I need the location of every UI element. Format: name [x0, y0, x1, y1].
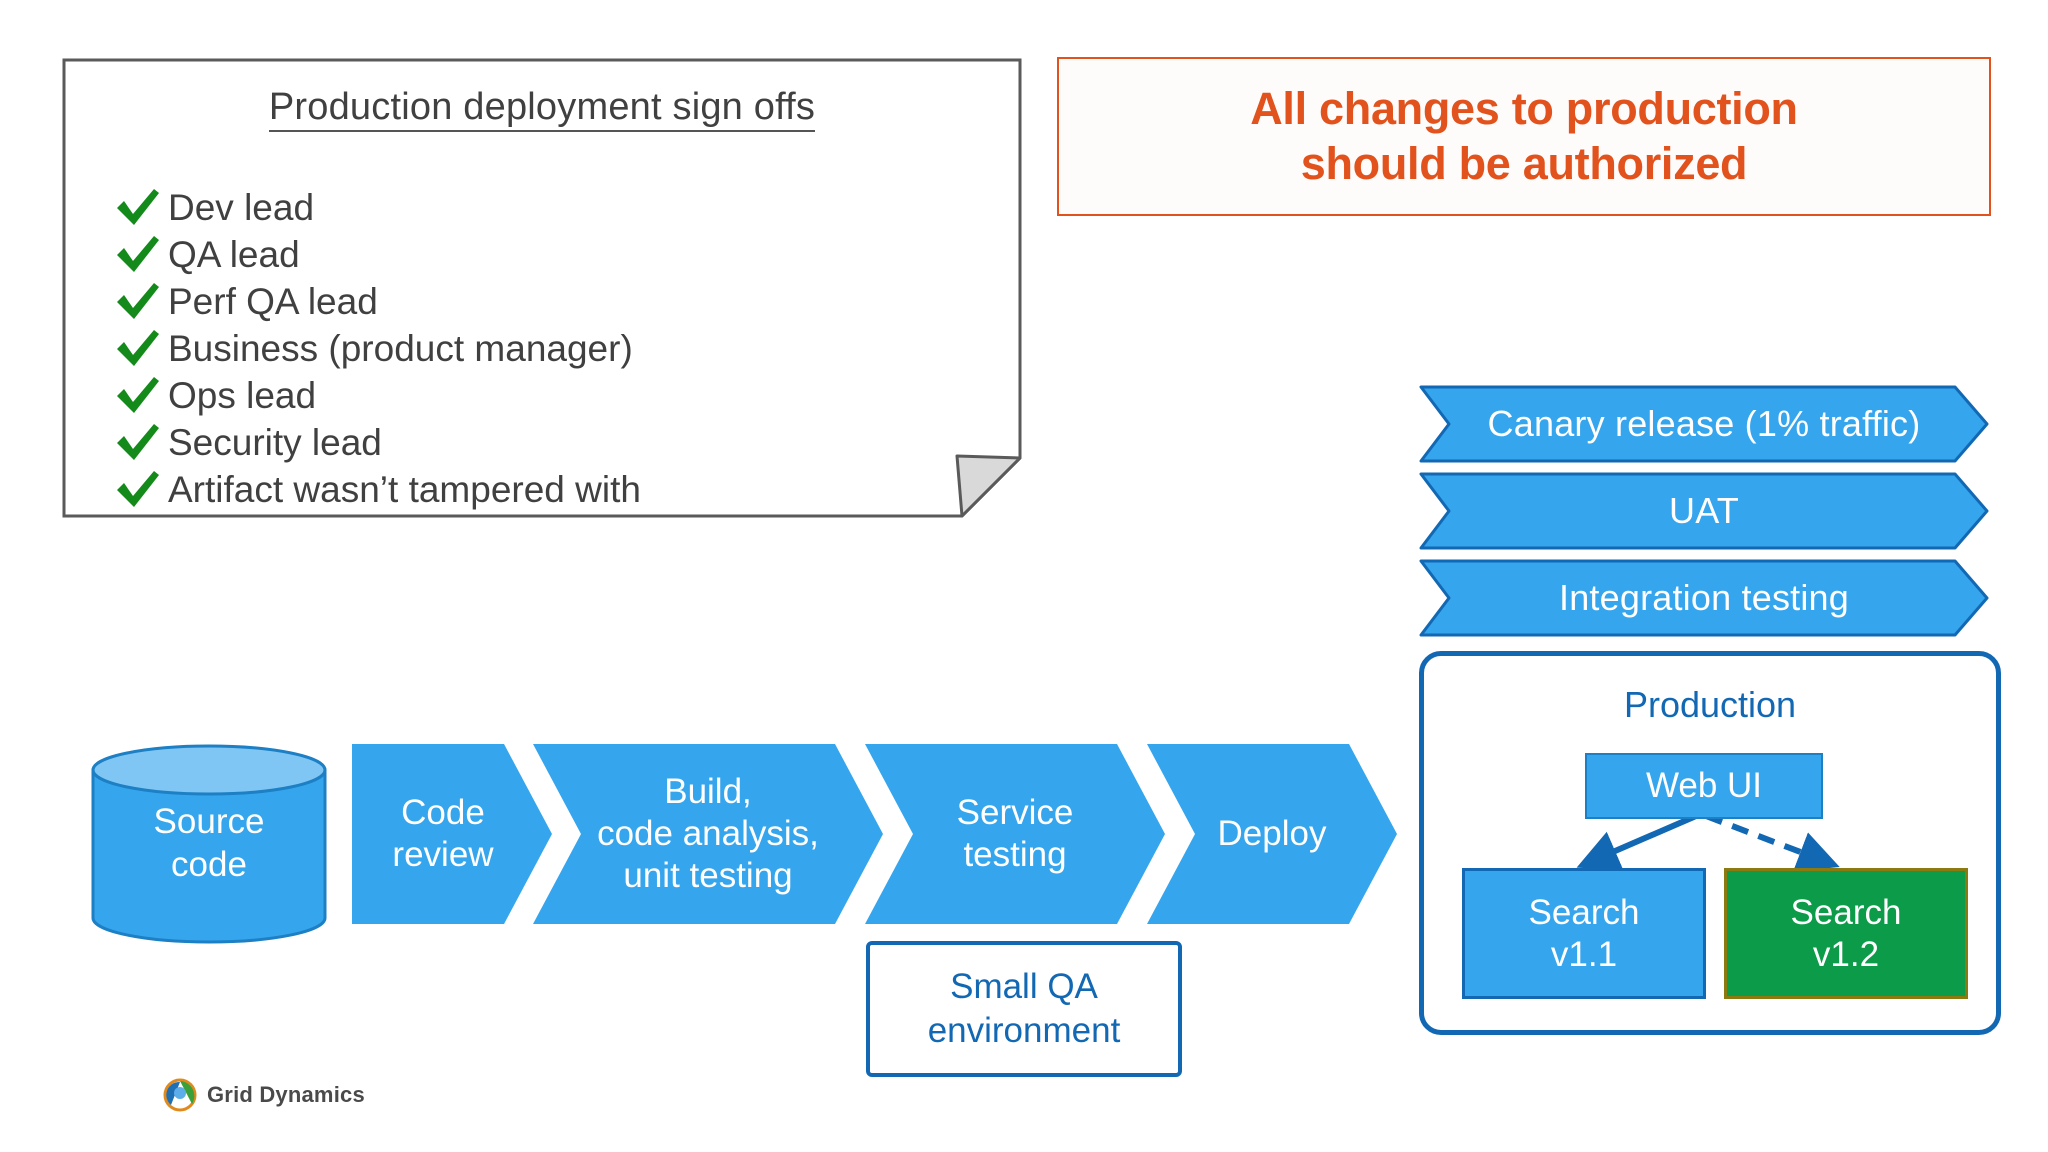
checklist-item: Dev lead: [108, 184, 988, 231]
code-review-line-2: review: [392, 835, 494, 874]
banner-uat: UAT: [1419, 472, 1989, 550]
source-code-label: Source code: [90, 744, 328, 944]
checklist-item-label: Dev lead: [168, 187, 315, 228]
checklist-item-label: Business (product manager): [168, 328, 633, 369]
checklist-item: Perf QA lead: [108, 278, 988, 325]
banner-label: Canary release (1% traffic): [1487, 403, 1921, 444]
banner-integration-testing: Integration testing: [1419, 559, 1989, 637]
code-review-line-1: Code: [401, 793, 485, 832]
search-v12-line-1: Search: [1790, 893, 1902, 933]
brand-name: Grid Dynamics: [207, 1082, 365, 1107]
check-icon: [108, 422, 168, 464]
checklist-item-label: Ops lead: [168, 375, 317, 416]
checklist-item: Artifact wasn’t tampered with: [108, 466, 988, 513]
checklist-item: Security lead: [108, 419, 988, 466]
stage-label: Service testing: [865, 744, 1165, 924]
arrow-solid-icon: [1576, 813, 1698, 871]
cylinder-shape: [91, 744, 327, 944]
chevron-shape: [1419, 385, 1989, 463]
chevron-start-shape: [352, 744, 552, 924]
banner-canary-release: Canary release (1% traffic): [1419, 385, 1989, 463]
small-qa-environment-box: Small QA environment: [866, 941, 1182, 1077]
source-code-line-2: code: [171, 845, 247, 884]
build-line-1: Build,: [664, 772, 752, 811]
small-qa-line-1: Small QA: [950, 967, 1098, 1007]
checklist-item-label: Artifact wasn’t tampered with: [168, 469, 641, 510]
signoff-checklist: Dev lead QA lead Perf QA lead: [108, 184, 988, 513]
check-icon: [108, 469, 168, 511]
pipeline-stage-code-review: Code review: [352, 744, 552, 924]
checklist-item-label: QA lead: [168, 234, 300, 275]
chevron-shape: [1419, 472, 1989, 550]
service-testing-line-2: testing: [963, 835, 1067, 874]
checklist-item: Business (product manager): [108, 325, 988, 372]
small-qa-line-2: environment: [927, 1011, 1121, 1050]
check-icon: [108, 328, 168, 370]
checklist-item: Ops lead: [108, 372, 988, 419]
search-v11-line-2: v1.1: [1550, 934, 1618, 974]
stage-label: Code review: [352, 744, 552, 924]
check-icon: [108, 281, 168, 323]
signoff-note-card: Production deployment sign offs Dev lead…: [62, 58, 1022, 518]
chevron-shape: [865, 744, 1165, 924]
note-title: Production deployment sign offs: [62, 86, 1022, 132]
callout-text: All changes to production should be auth…: [1250, 82, 1798, 192]
build-line-3: unit testing: [623, 856, 793, 895]
build-line-2: code analysis,: [597, 814, 819, 853]
check-icon: [108, 375, 168, 417]
search-v11-line-1: Search: [1528, 893, 1640, 933]
checklist-item: QA lead: [108, 231, 988, 278]
check-icon: [108, 234, 168, 276]
arrow-dashed-icon: [1704, 813, 1840, 872]
search-v12-node: Search v1.2: [1724, 868, 1968, 999]
chevron-shape: [1419, 559, 1989, 637]
search-v12-line-2: v1.2: [1812, 934, 1880, 974]
source-code-line-1: Source: [153, 802, 265, 842]
stage-label: Build, code analysis, unit testing: [533, 744, 883, 924]
brand-logo: Grid Dynamics: [163, 1078, 365, 1112]
stage-label: Deploy: [1147, 744, 1397, 924]
deploy-label: Deploy: [1217, 814, 1327, 853]
pipeline-stage-deploy: Deploy: [1147, 744, 1397, 924]
chevron-shape: [533, 744, 883, 924]
authorization-callout: All changes to production should be auth…: [1057, 57, 1991, 216]
web-ui-node: Web UI: [1585, 753, 1823, 819]
pipeline-stage-build: Build, code analysis, unit testing: [533, 744, 883, 924]
callout-line-1: All changes to production: [1250, 82, 1798, 134]
note-folded-corner-shape: [62, 58, 1022, 518]
production-title: Production: [1623, 684, 1797, 725]
banner-label: Integration testing: [1559, 577, 1849, 618]
grid-dynamics-logo-icon: [163, 1078, 197, 1112]
production-environment-box: Production Web UI Search v1.1 Search v1.…: [1419, 651, 2001, 1035]
pipeline-stage-service-testing: Service testing: [865, 744, 1165, 924]
service-testing-line-1: Service: [956, 793, 1074, 832]
banner-label: UAT: [1669, 490, 1739, 531]
callout-line-2: should be authorized: [1300, 137, 1748, 189]
source-code-datastore: Source code: [90, 744, 328, 944]
chevron-shape: [1147, 744, 1397, 924]
checklist-item-label: Security lead: [168, 422, 382, 463]
search-v11-node: Search v1.1: [1462, 868, 1706, 999]
check-icon: [108, 187, 168, 229]
checklist-item-label: Perf QA lead: [168, 281, 378, 322]
